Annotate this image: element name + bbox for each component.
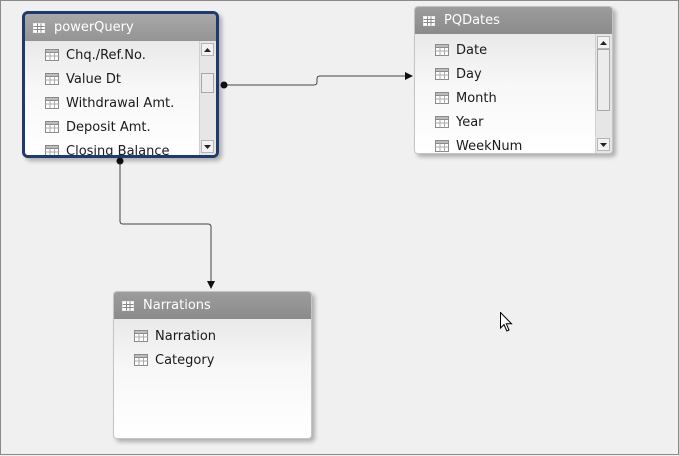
field-label: Closing Balance bbox=[66, 143, 170, 158]
table-title: powerQuery bbox=[54, 20, 134, 35]
relationship-powerquery-pqdates[interactable] bbox=[220, 72, 414, 89]
field-item[interactable]: WeekNum bbox=[435, 135, 523, 154]
scroll-down-button[interactable] bbox=[201, 140, 214, 153]
field-label: Day bbox=[456, 66, 482, 82]
field-list[interactable]: Chq./Ref.No. Value Dt Withdrawal Amt. De… bbox=[25, 41, 216, 155]
column-icon bbox=[435, 92, 449, 104]
field-label: Value Dt bbox=[66, 71, 121, 87]
column-icon bbox=[134, 330, 148, 342]
mouse-pointer-icon bbox=[500, 312, 513, 332]
relationship-arrowhead bbox=[207, 281, 215, 289]
field-label: Date bbox=[456, 42, 488, 58]
table-title: Narrations bbox=[143, 298, 211, 313]
field-label: Withdrawal Amt. bbox=[66, 95, 175, 111]
field-label: Month bbox=[456, 90, 497, 106]
column-icon bbox=[435, 44, 449, 56]
relationship-arrowhead bbox=[405, 72, 413, 80]
column-icon bbox=[435, 68, 449, 80]
field-item[interactable]: Narration bbox=[134, 325, 216, 347]
column-icon bbox=[435, 140, 449, 152]
scroll-thumb[interactable] bbox=[597, 49, 610, 111]
arrow-up-icon bbox=[600, 40, 607, 45]
vertical-scrollbar[interactable] bbox=[199, 41, 216, 155]
relationship-start-dot bbox=[220, 81, 228, 89]
column-icon bbox=[45, 73, 59, 85]
table-icon bbox=[122, 300, 134, 311]
table-title: PQDates bbox=[444, 13, 500, 28]
column-icon bbox=[45, 121, 59, 133]
table-pqdates[interactable]: PQDates Date Day Month Year WeekNum bbox=[414, 6, 613, 154]
field-item[interactable]: Day bbox=[435, 63, 482, 85]
column-icon bbox=[45, 97, 59, 109]
scroll-up-button[interactable] bbox=[201, 43, 214, 56]
field-item[interactable]: Value Dt bbox=[45, 68, 121, 90]
field-list[interactable]: Narration Category bbox=[114, 319, 311, 438]
field-item[interactable]: Deposit Amt. bbox=[45, 116, 151, 138]
field-item[interactable]: Closing Balance bbox=[45, 140, 170, 158]
vertical-scrollbar[interactable] bbox=[595, 34, 612, 153]
table-powerquery[interactable]: powerQuery Chq./Ref.No. Value Dt Withdra… bbox=[22, 11, 219, 158]
scroll-thumb[interactable] bbox=[201, 73, 214, 93]
table-header[interactable]: powerQuery bbox=[25, 14, 216, 41]
field-item[interactable]: Withdrawal Amt. bbox=[45, 92, 174, 114]
field-label: WeekNum bbox=[456, 138, 523, 154]
table-icon bbox=[423, 15, 435, 26]
field-label: Year bbox=[456, 114, 484, 130]
field-item[interactable]: Chq./Ref.No. bbox=[45, 44, 146, 66]
arrow-down-icon bbox=[600, 142, 607, 147]
column-icon bbox=[45, 145, 59, 155]
column-icon bbox=[435, 116, 449, 128]
field-label: Narration bbox=[155, 328, 217, 344]
column-icon bbox=[45, 49, 59, 61]
scroll-down-button[interactable] bbox=[597, 138, 610, 151]
field-item[interactable]: Category bbox=[134, 349, 214, 371]
arrow-up-icon bbox=[204, 47, 211, 52]
table-narrations[interactable]: Narrations Narration Category bbox=[113, 291, 312, 439]
field-label: Category bbox=[155, 352, 215, 368]
field-label: Deposit Amt. bbox=[66, 119, 151, 135]
table-icon bbox=[33, 22, 45, 33]
table-header[interactable]: PQDates bbox=[415, 7, 612, 34]
relationship-start-dot bbox=[116, 157, 124, 165]
field-item[interactable]: Date bbox=[435, 39, 487, 61]
field-item[interactable]: Year bbox=[435, 111, 484, 133]
field-item[interactable]: Month bbox=[435, 87, 497, 109]
table-header[interactable]: Narrations bbox=[114, 292, 311, 319]
column-icon bbox=[134, 354, 148, 366]
scroll-up-button[interactable] bbox=[597, 36, 610, 49]
field-label: Chq./Ref.No. bbox=[66, 47, 146, 63]
arrow-down-icon bbox=[204, 144, 211, 149]
relationship-powerquery-narrations[interactable] bbox=[116, 157, 216, 290]
field-list[interactable]: Date Day Month Year WeekNum bbox=[415, 34, 612, 153]
